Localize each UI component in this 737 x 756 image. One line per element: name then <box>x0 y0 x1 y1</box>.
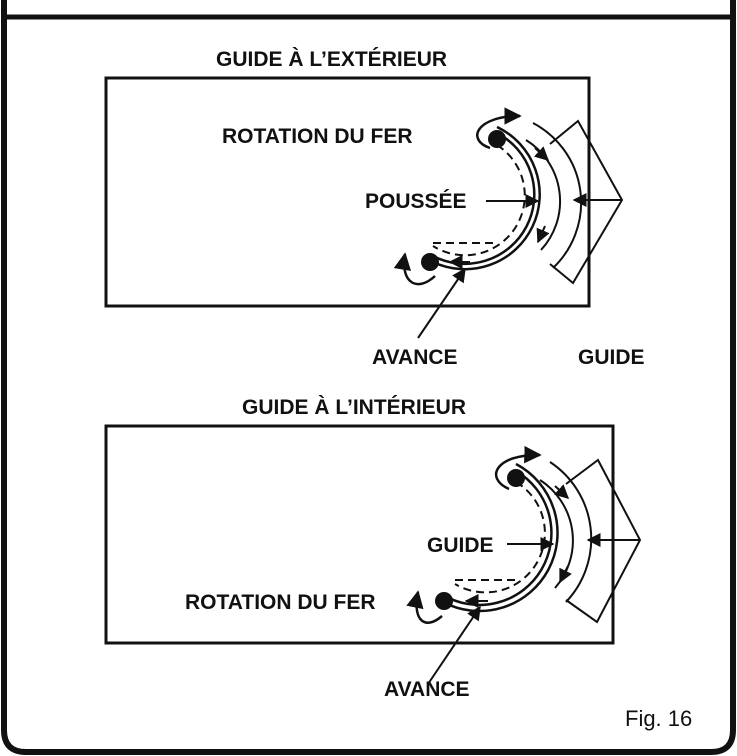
bottom-panel-title: GUIDE À L’INTÉRIEUR <box>242 396 466 419</box>
top-bit-start <box>488 130 506 148</box>
top-rotation-label: ROTATION DU FER <box>222 125 413 148</box>
top-path-outer <box>432 125 541 271</box>
top-workpiece <box>104 76 591 308</box>
top-guide-inner <box>525 139 562 251</box>
bottom-bit-end <box>435 592 453 610</box>
bottom-rotation-arrow-end <box>406 590 443 624</box>
bottom-path-arrow <box>553 484 570 499</box>
top-path-middle <box>432 131 536 266</box>
bottom-path-inner <box>454 481 546 594</box>
top-path-arrow <box>536 225 550 244</box>
top-feed-label: AVANCE <box>372 346 458 369</box>
bottom-rotation-arrow-start <box>495 445 542 491</box>
top-path-inner <box>432 144 526 257</box>
bottom-workpiece <box>104 424 615 645</box>
top-guide-outer <box>532 122 583 269</box>
bottom-feed-label: AVANCE <box>384 678 470 701</box>
top-thrust-label: POUSSÉE <box>365 190 467 213</box>
bottom-feed-pointer <box>427 605 481 685</box>
top-rotation-arrow-end <box>393 252 436 286</box>
top-bit-end <box>421 253 439 271</box>
bottom-guide-inner <box>539 479 574 589</box>
bottom-guide-outer <box>549 461 593 603</box>
top-feed-pointer <box>417 267 466 339</box>
top-rotation-arrow-start <box>476 107 522 150</box>
bottom-rotation-label: ROTATION DU FER <box>185 591 376 614</box>
top-guide-label: GUIDE <box>578 346 645 369</box>
bottom-guide-inline-label: GUIDE <box>427 534 494 557</box>
figure-label: Fig. 16 <box>625 706 692 731</box>
bottom-bit-start <box>507 469 525 487</box>
top-panel-title: GUIDE À L’EXTÉRIEUR <box>216 48 447 71</box>
